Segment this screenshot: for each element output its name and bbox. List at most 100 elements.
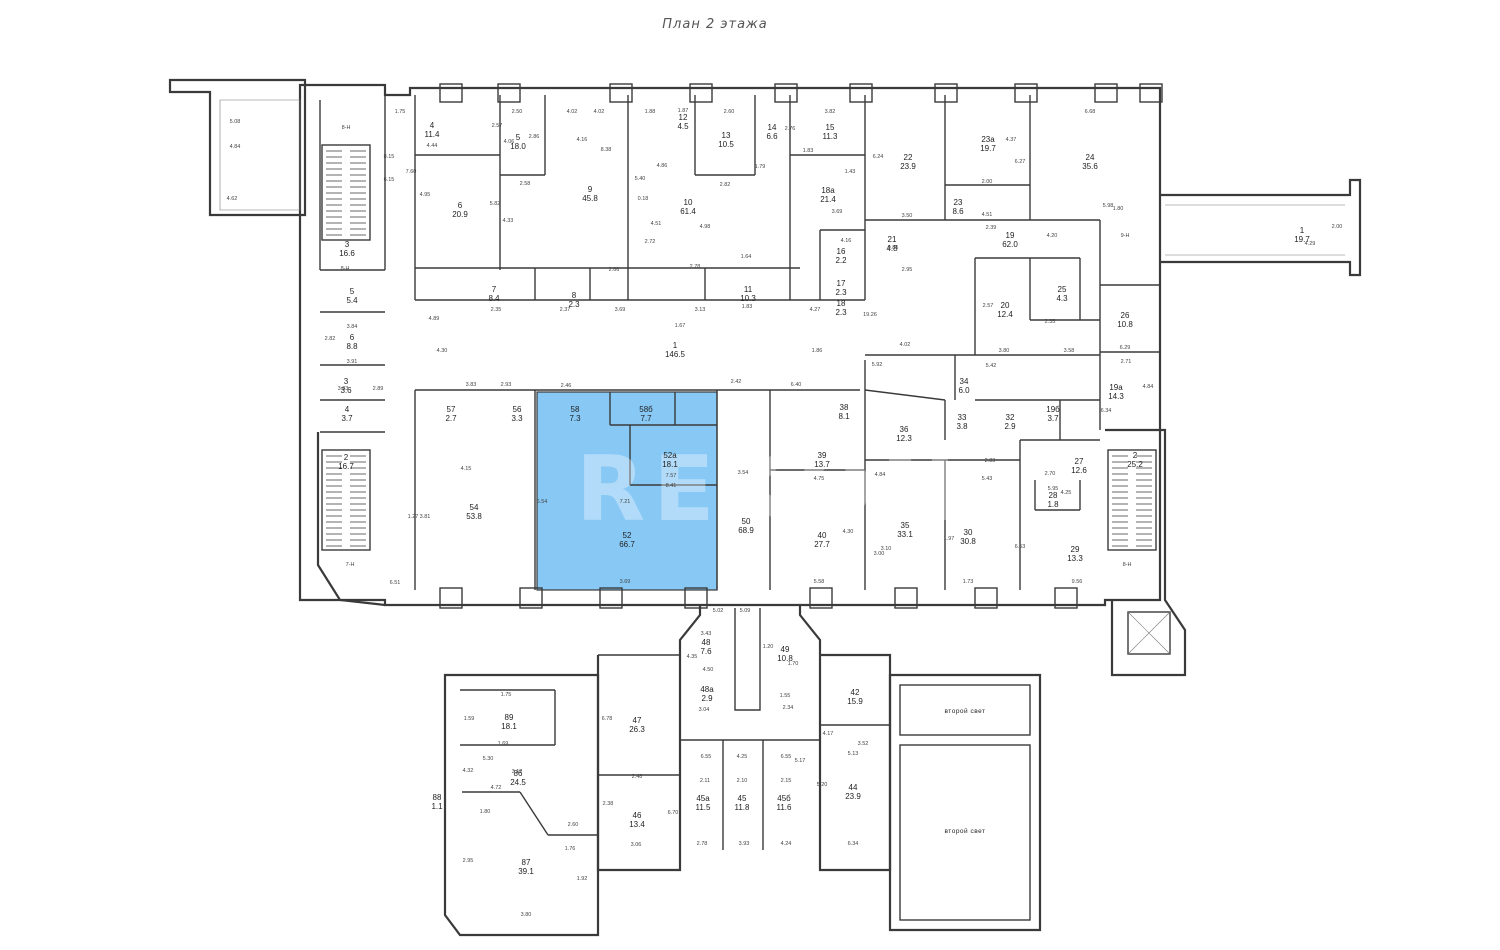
room-area: 16.6 — [339, 249, 355, 258]
room-number: 23 — [954, 198, 963, 207]
dimension-label: 3.58 — [1064, 348, 1075, 354]
room-number: 6 — [458, 201, 463, 210]
dimension-label: 4.02 — [900, 342, 911, 348]
room-area: 23.9 — [900, 162, 916, 171]
dimension-label: 6.34 — [1101, 408, 1112, 414]
dimension-label: 6.55 — [781, 754, 792, 760]
stair-marker: 9-Н — [1121, 233, 1130, 239]
dimension-label: 4.44 — [427, 143, 438, 149]
room-area: 7.6 — [700, 647, 712, 656]
dimension-label: 1.83 — [742, 304, 753, 310]
room-label: 82.3 — [568, 291, 580, 309]
room-area: 5.4 — [346, 296, 358, 305]
dimension-label: 4.33 — [503, 218, 514, 224]
room-area: 19.7 — [980, 144, 996, 153]
dimension-label: 6.15 — [384, 177, 395, 183]
room-area: 25.2 — [1127, 460, 1143, 469]
room-area: 30.8 — [960, 537, 976, 546]
dimension-label: 5.95 — [1048, 486, 1059, 492]
room-area: 8.1 — [838, 412, 850, 421]
dimension-label: 2.83 — [985, 458, 996, 464]
room-area: 27.7 — [814, 540, 830, 549]
lower-wing — [443, 605, 1042, 937]
room-number: 24 — [1086, 153, 1095, 162]
room-number: 40 — [818, 531, 827, 540]
dimension-label: 4.32 — [463, 768, 474, 774]
dimension-label: 5.09 — [740, 608, 751, 614]
dimension-label: 2.48 — [632, 774, 643, 780]
dimension-label: 3.54 — [738, 470, 749, 476]
room-area: 53.8 — [466, 512, 482, 521]
room-area: 10.8 — [1117, 320, 1133, 329]
dimension-label: 4.30 — [843, 529, 854, 535]
dimension-label: 4.02 — [594, 109, 605, 115]
room-number: 45б — [777, 794, 791, 803]
room-area: 3.3 — [511, 414, 523, 423]
dimension-label: 4.25 — [737, 754, 748, 760]
room-number: 4 — [430, 121, 435, 130]
room-number: 35 — [901, 521, 910, 530]
dimension-label: 1.59 — [464, 716, 475, 722]
dimension-label: 6.53 — [1015, 544, 1026, 550]
dimension-label: 4.29 — [1305, 241, 1316, 247]
room-area: 10.3 — [740, 294, 756, 303]
dimension-label: 2.89 — [373, 386, 384, 392]
room-area: 66.7 — [619, 540, 635, 549]
room-number: 47 — [633, 716, 642, 725]
room-number: 56 — [513, 405, 522, 414]
dimension-label: 1.75 — [395, 109, 406, 115]
room-label: 225.2 — [1127, 451, 1143, 469]
dimension-label: 1.70 — [788, 661, 799, 667]
dimension-label: 1.76 — [565, 846, 576, 852]
dimension-label: 2.50 — [512, 109, 523, 115]
room-area: 11.6 — [777, 803, 793, 812]
dimension-label: 4.37 — [1006, 137, 1017, 143]
watermark: REKON — [576, 437, 964, 542]
dimension-label: 6.78 — [602, 716, 613, 722]
room-area: 7.7 — [640, 414, 652, 423]
room-number: 3 — [345, 240, 350, 249]
room-label: 945.8 — [582, 185, 598, 203]
dimension-label: 2.95 — [463, 858, 474, 864]
room-area: 12.4 — [997, 310, 1013, 319]
dimension-label: 3.83 — [466, 382, 477, 388]
room-number: 45а — [696, 794, 710, 803]
dimension-label: 1.64 — [741, 254, 752, 260]
room-area: 39.1 — [518, 867, 534, 876]
dimension-label: 2.46 — [561, 383, 572, 389]
dimension-label: 1.83 — [803, 148, 814, 154]
dimension-label: 4.16 — [577, 137, 588, 143]
room-number: 88 — [433, 793, 442, 802]
dimension-label: 6.68 — [1085, 109, 1096, 115]
dimension-label: 3.80 — [999, 348, 1010, 354]
dimension-label: 4.84 — [1143, 384, 1154, 390]
dimension-label: 2.95 — [902, 267, 913, 273]
dimension-label: 2.10 — [737, 778, 748, 784]
dimension-label: 5.92 — [872, 362, 883, 368]
room-number: 86 — [514, 769, 523, 778]
dimension-label: 4.15 — [461, 466, 472, 472]
dimension-label: 4.98 — [700, 224, 711, 230]
dimension-label: 2.70 — [1045, 471, 1056, 477]
room-area: 18.1 — [662, 460, 678, 469]
dimension-label: 4.72 — [491, 785, 502, 791]
room-area: 12.6 — [1071, 466, 1087, 475]
room-number: 34 — [960, 377, 969, 386]
room-area: 20.9 — [452, 210, 468, 219]
dimension-label: 4.84 — [875, 472, 886, 478]
room-number: 1 — [673, 341, 678, 350]
dimension-label: 1.73 — [963, 579, 974, 585]
dimension-label: 4.75 — [814, 476, 825, 482]
room-number: 19 — [1006, 231, 1015, 240]
dimension-label: 5.30 — [483, 756, 494, 762]
dimension-label: 3.91 — [347, 359, 358, 365]
dimension-label: 4.86 — [657, 163, 668, 169]
